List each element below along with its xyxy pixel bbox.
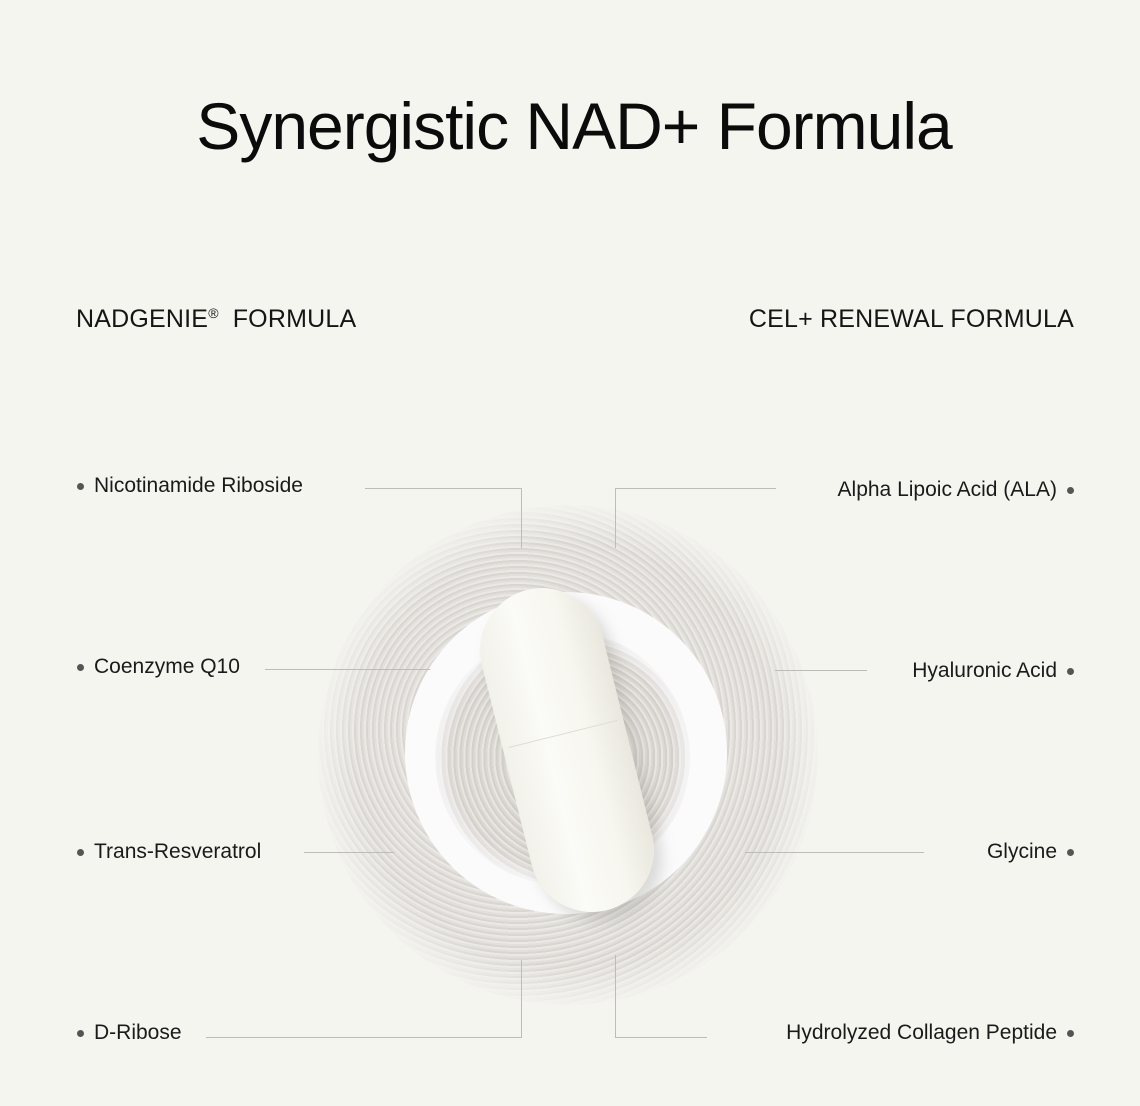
heading-text: NADGENIE xyxy=(76,305,209,333)
heading-suffix: FORMULA xyxy=(232,305,357,333)
ingredient-label: Trans-Resveratrol xyxy=(94,840,262,863)
ingredient-nicotinamide-riboside: Nicotinamide Riboside xyxy=(77,474,303,498)
connector-line xyxy=(615,488,776,489)
bullet-icon xyxy=(77,663,84,671)
ingredient-label: Hyaluronic Acid xyxy=(912,659,1057,682)
ingredient-label: Alpha Lipoic Acid (ALA) xyxy=(837,478,1057,501)
nadgenie-formula-heading: NADGENIE® FORMULA xyxy=(76,305,356,334)
ingredient-label: Coenzyme Q10 xyxy=(94,655,240,678)
ingredient-d-ribose: D-Ribose xyxy=(77,1021,182,1045)
connector-line xyxy=(521,960,522,1038)
bullet-icon xyxy=(1067,1029,1074,1037)
connector-line xyxy=(206,1037,522,1038)
connector-line xyxy=(304,852,394,853)
bullet-icon xyxy=(77,1029,84,1037)
connector-line xyxy=(615,488,616,548)
cel-renewal-formula-heading: CEL+ RENEWAL FORMULA xyxy=(748,305,1074,333)
page-title: Synergistic NAD+ Formula xyxy=(196,89,952,163)
connector-line xyxy=(265,669,430,670)
ingredient-label: Hydrolyzed Collagen Peptide xyxy=(786,1021,1057,1044)
connector-line xyxy=(615,955,616,1038)
ingredient-label: Nicotinamide Riboside xyxy=(94,474,303,497)
bullet-icon xyxy=(1067,486,1074,494)
bullet-icon xyxy=(1067,848,1074,856)
ingredient-hyaluronic-acid: Hyaluronic Acid xyxy=(912,659,1074,683)
ingredient-glycine: Glycine xyxy=(987,840,1074,864)
bullet-icon xyxy=(77,848,84,856)
ingredient-label: D-Ribose xyxy=(94,1021,182,1044)
connector-line xyxy=(615,1037,707,1038)
ingredient-coenzyme-q10: Coenzyme Q10 xyxy=(77,655,240,679)
ingredient-trans-resveratrol: Trans-Resveratrol xyxy=(77,840,261,864)
connector-line xyxy=(365,488,522,489)
ingredient-hydrolyzed-collagen-peptide: Hydrolyzed Collagen Peptide xyxy=(786,1021,1074,1045)
bullet-icon xyxy=(1067,667,1074,675)
ingredient-label: Glycine xyxy=(986,840,1057,863)
connector-line xyxy=(775,670,867,671)
connector-line xyxy=(521,488,522,548)
ingredient-alpha-lipoic-acid: Alpha Lipoic Acid (ALA) xyxy=(838,478,1074,502)
registered-mark: ® xyxy=(208,305,219,321)
connector-line xyxy=(745,852,924,853)
bullet-icon xyxy=(77,482,84,490)
